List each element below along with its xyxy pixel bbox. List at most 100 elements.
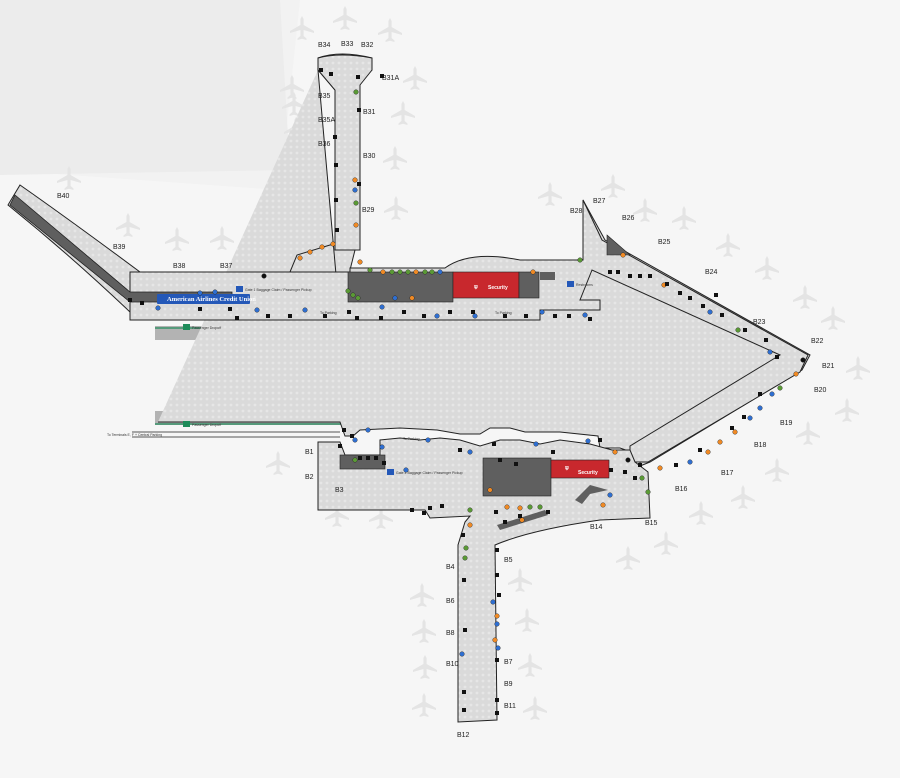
restroom-east-sign[interactable]: Restrooms bbox=[567, 281, 593, 287]
gate-b31[interactable]: B31 bbox=[363, 109, 376, 116]
gate-b6[interactable]: B6 bbox=[446, 598, 455, 605]
amenity-marker[interactable] bbox=[747, 415, 753, 421]
gate-b32[interactable]: B32 bbox=[361, 42, 374, 49]
gate-b20[interactable]: B20 bbox=[814, 387, 827, 394]
amenity-marker[interactable] bbox=[467, 522, 473, 528]
amenity-marker[interactable] bbox=[494, 613, 500, 619]
amenity-marker[interactable] bbox=[757, 405, 763, 411]
gate-b14[interactable]: B14 bbox=[590, 524, 603, 531]
amenity-marker[interactable] bbox=[330, 241, 336, 247]
amenity-marker[interactable] bbox=[539, 309, 545, 315]
gate-b9[interactable]: B9 bbox=[504, 681, 513, 688]
amenity-marker[interactable] bbox=[487, 487, 493, 493]
amenity-marker[interactable] bbox=[302, 307, 308, 313]
amenity-marker[interactable] bbox=[767, 349, 773, 355]
amenity-marker[interactable] bbox=[403, 467, 409, 473]
security-sign-south[interactable]: Security ⛨ bbox=[564, 466, 598, 476]
amenity-marker[interactable] bbox=[582, 312, 588, 318]
gate-b12[interactable]: B12 bbox=[457, 732, 470, 739]
amenity-marker[interactable] bbox=[425, 437, 431, 443]
passenger-dropoff-top[interactable]: Passenger Dropoff bbox=[183, 324, 221, 330]
gate-b28[interactable]: B28 bbox=[570, 208, 583, 215]
to-terminals-sign[interactable]: To Terminals E, F + Central Parking bbox=[107, 433, 162, 437]
amenity-marker[interactable] bbox=[777, 385, 783, 391]
amenity-marker[interactable] bbox=[769, 391, 775, 397]
amenity-marker[interactable] bbox=[495, 645, 501, 651]
amenity-marker[interactable] bbox=[490, 599, 496, 605]
amenity-marker[interactable] bbox=[467, 507, 473, 513]
amenity-marker[interactable] bbox=[254, 307, 260, 313]
amenity-marker[interactable] bbox=[459, 651, 465, 657]
amenity-marker[interactable] bbox=[620, 252, 626, 258]
amenity-marker[interactable] bbox=[355, 295, 361, 301]
amenity-marker[interactable] bbox=[530, 269, 536, 275]
baggage-south-sign[interactable]: Gate 4 Baggage Claim / Passenger Pickup bbox=[387, 469, 463, 475]
amenity-marker[interactable] bbox=[585, 438, 591, 444]
gate-b11[interactable]: B11 bbox=[504, 703, 516, 710]
gate-b5[interactable]: B5 bbox=[504, 557, 513, 564]
amenity-marker[interactable] bbox=[405, 269, 411, 275]
amenity-marker[interactable] bbox=[413, 269, 419, 275]
gate-b4[interactable]: B4 bbox=[446, 564, 455, 571]
gate-b2[interactable]: B2 bbox=[305, 474, 314, 481]
gate-b16[interactable]: B16 bbox=[675, 486, 688, 493]
amenity-marker[interactable] bbox=[397, 269, 403, 275]
gate-b27[interactable]: B27 bbox=[593, 198, 606, 205]
amenity-marker[interactable] bbox=[345, 288, 351, 294]
amenity-marker[interactable] bbox=[800, 357, 806, 363]
gate-b19[interactable]: B19 bbox=[780, 420, 793, 427]
gate-b29[interactable]: B29 bbox=[362, 207, 375, 214]
gate-b15[interactable]: B15 bbox=[645, 520, 658, 527]
to-parking-2[interactable]: To Parking bbox=[495, 311, 512, 315]
amenity-marker[interactable] bbox=[352, 187, 358, 193]
security-sign-north[interactable]: Security ⛨ bbox=[473, 285, 508, 291]
amenity-marker[interactable] bbox=[533, 441, 539, 447]
amenity-marker[interactable] bbox=[353, 222, 359, 228]
amenity-marker[interactable] bbox=[735, 327, 741, 333]
baggage-north-sign[interactable]: Gate 1 Baggage Claim / Passenger Pickup bbox=[236, 286, 312, 292]
amenity-marker[interactable] bbox=[389, 269, 395, 275]
amenity-marker[interactable] bbox=[645, 489, 651, 495]
amenity-marker[interactable] bbox=[379, 304, 385, 310]
gate-b18[interactable]: B18 bbox=[754, 442, 767, 449]
gate-b38[interactable]: B38 bbox=[173, 263, 186, 270]
amenity-marker[interactable] bbox=[600, 502, 606, 508]
amenity-marker[interactable] bbox=[467, 449, 473, 455]
amenity-marker[interactable] bbox=[793, 371, 799, 377]
gate-b33[interactable]: B33 bbox=[341, 41, 354, 48]
amenity-marker[interactable] bbox=[462, 555, 468, 561]
amenity-marker[interactable] bbox=[352, 457, 358, 463]
amenity-marker[interactable] bbox=[380, 269, 386, 275]
amenity-marker[interactable] bbox=[350, 292, 356, 298]
amenity-marker[interactable] bbox=[639, 475, 645, 481]
amenity-marker[interactable] bbox=[687, 459, 693, 465]
amenity-marker[interactable] bbox=[212, 289, 218, 295]
gate-b30[interactable]: B30 bbox=[363, 153, 376, 160]
amenity-marker[interactable] bbox=[434, 313, 440, 319]
gate-b21[interactable]: B21 bbox=[822, 363, 835, 370]
amenity-marker[interactable] bbox=[625, 457, 631, 463]
gate-b31a[interactable]: B31A bbox=[382, 75, 399, 82]
amenity-marker[interactable] bbox=[577, 257, 583, 263]
gate-b7[interactable]: B7 bbox=[504, 659, 513, 666]
gate-b37[interactable]: B37 bbox=[220, 263, 233, 270]
amenity-marker[interactable] bbox=[392, 295, 398, 301]
amenity-marker[interactable] bbox=[607, 492, 613, 498]
amenity-marker[interactable] bbox=[357, 259, 363, 265]
gate-b22[interactable]: B22 bbox=[811, 338, 824, 345]
gate-b25[interactable]: B25 bbox=[658, 239, 671, 246]
amenity-marker[interactable] bbox=[352, 437, 358, 443]
amenity-marker[interactable] bbox=[429, 269, 435, 275]
gate-b10[interactable]: B10 bbox=[446, 661, 459, 668]
amenity-marker[interactable] bbox=[537, 504, 543, 510]
amenity-marker[interactable] bbox=[705, 449, 711, 455]
amenity-marker[interactable] bbox=[463, 545, 469, 551]
gate-b35[interactable]: B35 bbox=[318, 93, 331, 100]
amenity-marker[interactable] bbox=[492, 637, 498, 643]
amenity-marker[interactable] bbox=[612, 449, 618, 455]
passenger-dropoff-bottom[interactable]: Passenger Dropoff bbox=[183, 421, 221, 427]
amenity-marker[interactable] bbox=[307, 249, 313, 255]
amenity-marker[interactable] bbox=[197, 290, 203, 296]
credit-union-sign[interactable]: American Airlines Credit Union bbox=[157, 294, 256, 304]
amenity-marker[interactable] bbox=[353, 89, 359, 95]
